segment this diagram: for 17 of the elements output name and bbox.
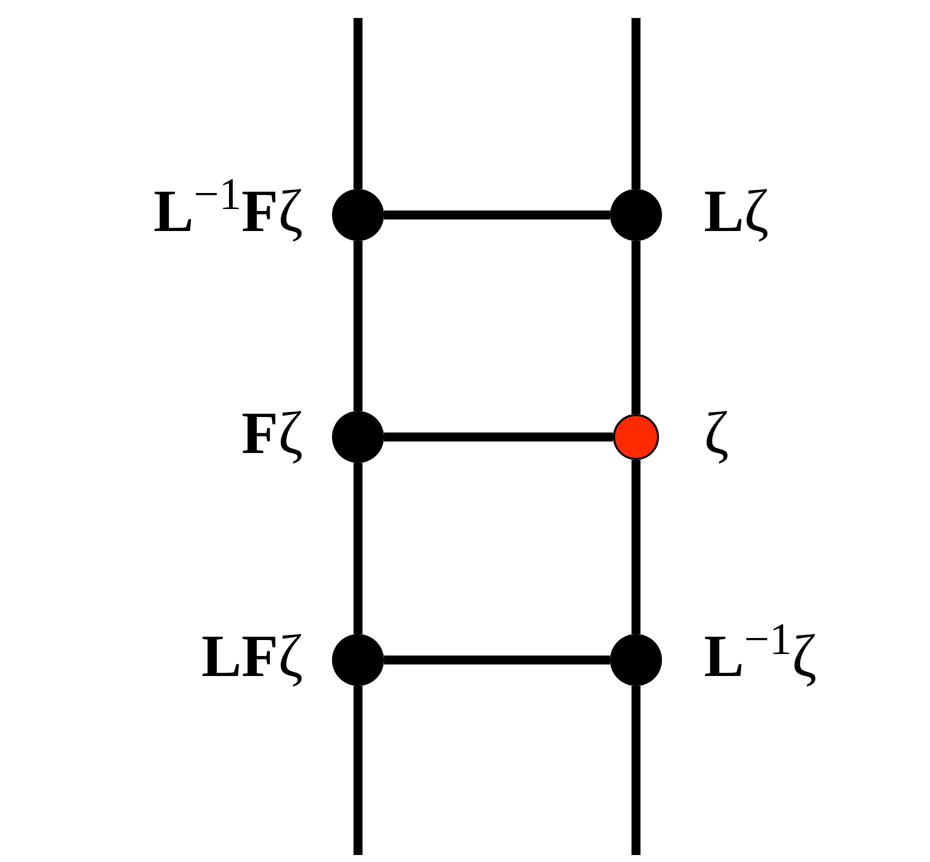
math-label: L$^{−1}$ζ bbox=[704, 626, 817, 686]
connector-line bbox=[354, 463, 362, 634]
connector-line bbox=[384, 656, 610, 664]
connector-line bbox=[632, 241, 640, 414]
math-label: ζ bbox=[704, 403, 729, 463]
math-label: Lζ bbox=[704, 181, 769, 241]
connector-line bbox=[632, 460, 640, 634]
connector-line bbox=[384, 432, 613, 442]
math-label: L$^{−1}$Fζ bbox=[154, 181, 303, 241]
connector-line bbox=[384, 210, 610, 220]
connector-line bbox=[632, 686, 640, 855]
connector-line bbox=[354, 18, 362, 189]
connector-line bbox=[354, 686, 362, 855]
math-label: LFζ bbox=[201, 626, 303, 686]
math-label: Fζ bbox=[242, 403, 303, 463]
connector-line bbox=[632, 18, 640, 189]
connector-line bbox=[354, 241, 362, 411]
